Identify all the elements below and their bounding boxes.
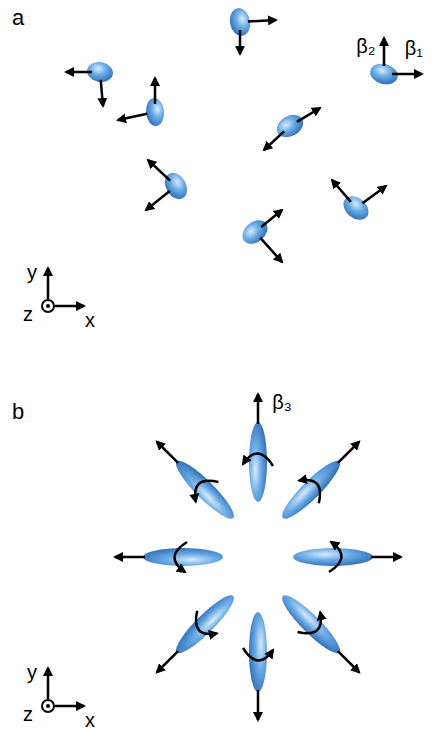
axis-label: x [85, 709, 95, 731]
elongated-ellipsoid [293, 548, 373, 566]
panel-label: b [12, 400, 24, 424]
rotation-arrow [196, 611, 217, 634]
elongated-ellipsoid [249, 422, 267, 502]
vector-arrow [157, 651, 178, 672]
vector-arrow [332, 180, 351, 202]
vector-arrow [118, 114, 147, 120]
vector-arrow [261, 210, 282, 227]
vector-arrow [260, 238, 282, 262]
vector-label: β₂ [356, 35, 375, 57]
rotation-arrow [195, 481, 218, 502]
vector-label: β₃ [272, 391, 292, 413]
rotation-arrow [174, 542, 187, 572]
rotation-arrow [298, 612, 321, 633]
vector-arrow [362, 186, 386, 203]
axis-arrow [47, 268, 50, 299]
vector-arrow [257, 394, 260, 424]
vector-arrow [338, 442, 359, 463]
axis-arrow [55, 705, 84, 708]
elongated-ellipsoid [170, 590, 239, 659]
vector-label: β₁ [405, 37, 423, 59]
axis-z-symbol [42, 700, 54, 712]
axis-arrow [55, 305, 84, 308]
panel-label: a [12, 6, 24, 30]
vector-arrow [297, 108, 320, 122]
elongated-ellipsoid [249, 612, 267, 692]
vector-arrow [146, 191, 170, 210]
vector-arrow [154, 78, 157, 104]
vector-arrow [101, 80, 103, 106]
axis-label: y [27, 261, 37, 283]
axis-label: z [23, 303, 33, 325]
axis-label: y [27, 661, 37, 683]
axis-z-dot [46, 304, 50, 308]
vector-arrow [157, 442, 178, 463]
rotation-arrow [299, 480, 320, 503]
ellipsoid-particle [339, 191, 373, 224]
elongated-ellipsoid [170, 455, 239, 524]
vector-arrow [239, 30, 242, 54]
vector-arrow [115, 556, 145, 559]
axis-arrow [47, 668, 50, 699]
rotation-arrow [243, 648, 273, 661]
rotation-arrow [329, 542, 342, 572]
vector-arrow [383, 38, 386, 66]
axis-label: x [85, 309, 95, 331]
elongated-ellipsoid [276, 455, 345, 524]
vector-arrow [66, 71, 92, 74]
vector-arrow [338, 651, 359, 672]
axis-z-dot [46, 704, 50, 708]
elongated-ellipsoid [276, 590, 345, 659]
ellipsoid-particle [160, 169, 191, 203]
vector-arrow [248, 20, 276, 22]
vector-arrow [264, 131, 284, 150]
elongated-ellipsoid [143, 548, 223, 566]
vector-arrow [392, 73, 422, 76]
axis-label: z [23, 703, 33, 725]
vector-arrow [148, 160, 170, 181]
rotation-arrow [243, 453, 273, 466]
vector-arrow [257, 690, 260, 720]
vector-arrow [371, 556, 401, 559]
axis-z-symbol [42, 300, 54, 312]
